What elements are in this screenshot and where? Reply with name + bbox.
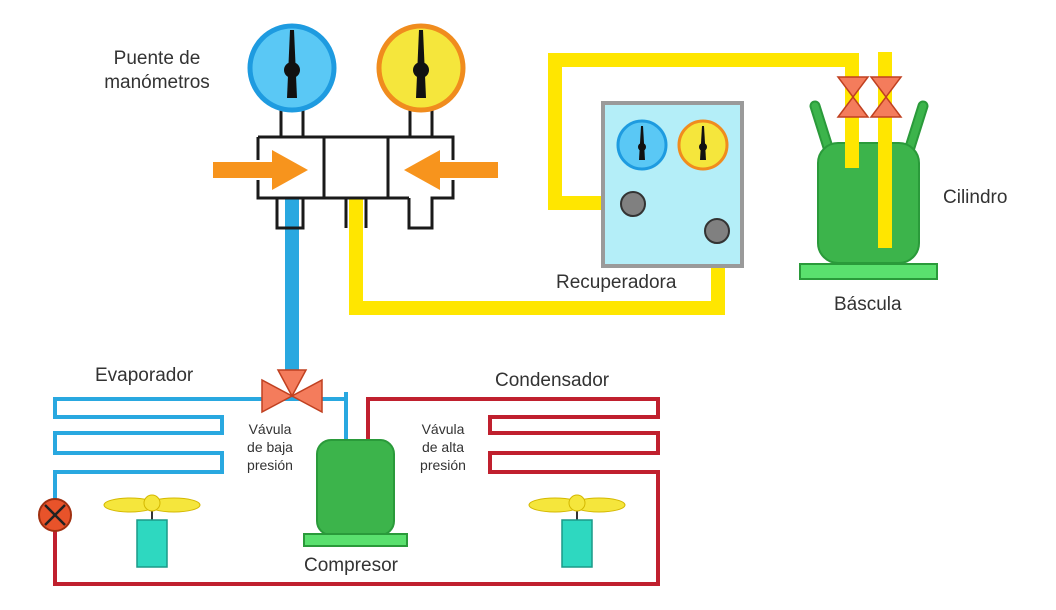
compressor-base (303, 533, 408, 547)
low-valve-label-3: presión (247, 457, 293, 474)
low-valve-label: Vávula de baja presión (234, 420, 306, 475)
evaporator-coil-inner (60, 403, 218, 476)
manifold-label: Puente de manómetros (88, 47, 226, 95)
cylinder-label: Cilindro (943, 187, 1008, 208)
low-valve-label-1: Vávula (248, 421, 292, 437)
pressure-gauge-icon (376, 23, 466, 113)
evaporator-coil (53, 392, 348, 500)
valve-icon (261, 369, 323, 414)
condenser-label: Condensador (495, 370, 610, 391)
recovery-port-in (620, 191, 646, 217)
arrow-icon (404, 150, 498, 190)
scale-label: Báscula (834, 294, 902, 315)
pressure-gauge-icon (616, 119, 668, 171)
fan-icon (103, 494, 201, 568)
compressor-body (316, 439, 395, 536)
valve-icon (869, 76, 903, 118)
fan-icon (528, 494, 626, 568)
pressure-gauge-icon (677, 119, 729, 171)
high-valve-label-3: presión (420, 457, 466, 474)
manifold-label-line2: manómetros (104, 71, 210, 93)
high-valve-label: Vávula de alta presión (407, 420, 479, 475)
recovery-port-out (704, 218, 730, 244)
pressure-gauge-icon (247, 23, 337, 113)
high-valve-label-1: Vávula (421, 421, 465, 437)
charge-line-recovery (349, 198, 725, 315)
evaporator-label: Evaporador (95, 365, 194, 386)
low-valve-label-2: de baja (247, 439, 293, 456)
recovery-label: Recuperadora (556, 272, 677, 293)
compressor-label: Compresor (304, 555, 398, 576)
manifold-center-block (322, 137, 390, 198)
scale-platform (799, 263, 938, 280)
manifold-label-line1: Puente de (113, 48, 201, 69)
condenser-coil (53, 397, 660, 586)
cylinder-body (817, 142, 920, 264)
expansion-valve-icon (38, 498, 72, 532)
high-valve-label-2: de alta (421, 439, 465, 456)
arrow-icon (213, 150, 308, 190)
valve-icon (836, 76, 870, 118)
